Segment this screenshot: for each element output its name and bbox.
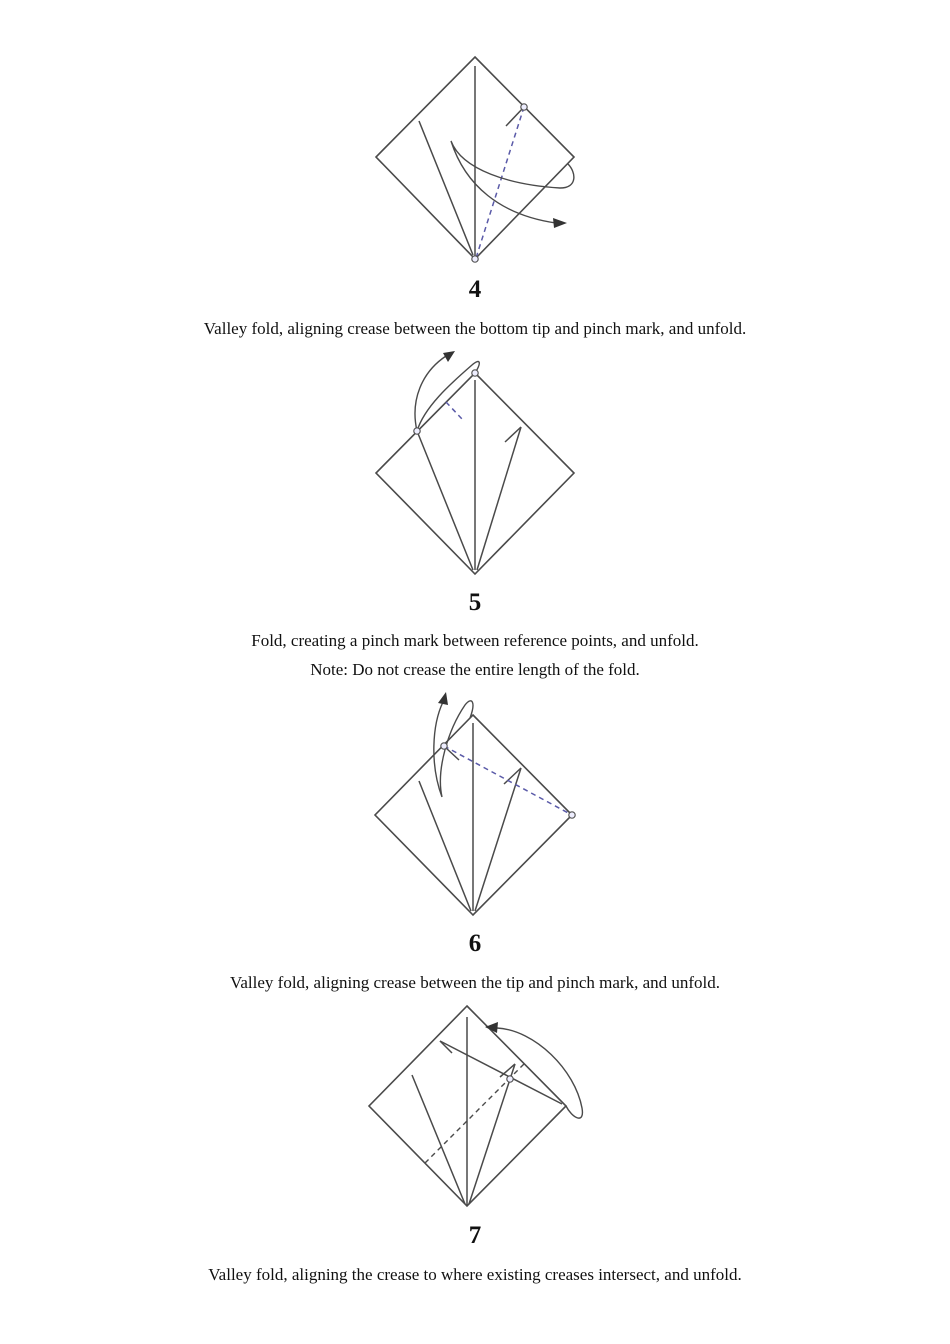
fold-arrow-icon [414,355,480,432]
step-number: 4 [468,276,482,303]
pinch-mark [505,106,525,127]
left-pinch-mark [445,747,460,761]
reference-point-icon [413,427,421,435]
reference-point-icon [520,103,528,111]
arrowhead-icon [443,351,455,362]
right-crease [474,767,522,912]
paper-square [374,371,576,576]
right-pinch-mark [499,1063,516,1078]
step-caption: Valley fold, aligning the crease to wher… [208,1265,742,1284]
reference-point-icon [471,369,479,377]
right-crease [476,426,522,571]
step-note: Note: Do not crease the entire length of… [310,660,640,679]
step-number: 5 [468,589,482,616]
step-number: 6 [468,930,482,957]
left-crease [411,1074,466,1205]
step-caption: Fold, creating a pinch mark between refe… [251,631,699,650]
fold-arrow-icon [496,1027,584,1119]
fold-arrow-icon [450,140,575,224]
step-4-diagram [374,55,576,263]
right-pinch-mark [503,767,522,785]
arrowhead-icon [485,1022,498,1033]
left-crease [416,430,474,571]
diagonal-crease [439,1040,563,1105]
valley-fold-line [443,745,573,816]
left-crease [418,120,474,256]
diagonal-crease-tick [439,1040,453,1054]
pinch-mark [504,426,522,443]
arrowhead-icon [438,692,448,705]
reference-point-icon [568,811,576,819]
step-5-diagram [374,351,576,576]
fold-arrow-icon [433,700,474,798]
step-number: 7 [468,1222,482,1249]
right-crease [468,1063,516,1205]
step-caption: Valley fold, aligning crease between the… [229,973,720,992]
step-caption: Valley fold, aligning crease between the… [203,319,747,338]
left-crease [418,780,472,912]
arrowhead-icon [553,218,567,228]
reference-point-icon [506,1075,514,1083]
paper-square [373,713,574,917]
step-7-diagram [367,1004,584,1208]
valley-fold-line [445,401,463,420]
reference-point-icon [471,255,479,263]
reference-point-icon [440,742,448,750]
step-6-diagram [373,692,576,917]
